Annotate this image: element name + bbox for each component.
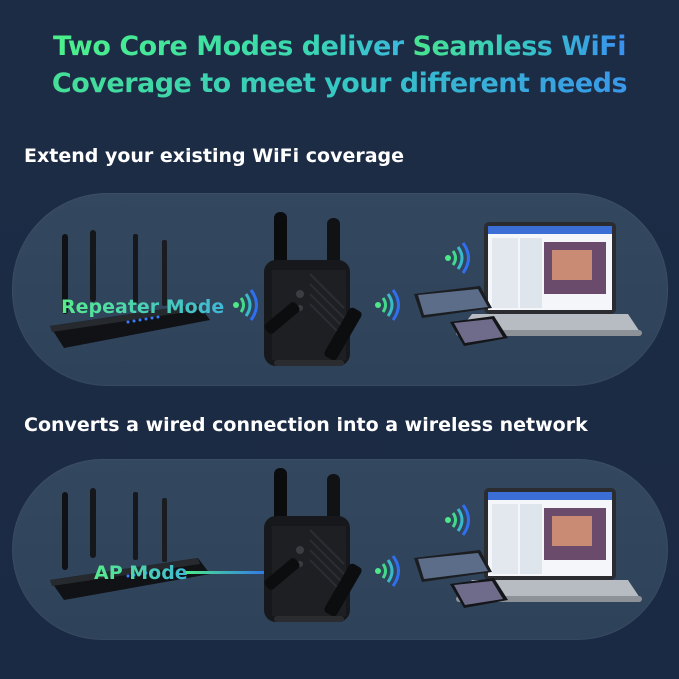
headline-part-b: Seamless WiFi	[412, 31, 627, 62]
ethernet-cable	[186, 571, 272, 574]
phone-icon	[450, 316, 508, 346]
wifi-signal-icon	[233, 289, 258, 321]
ap-mode-label: AP Mode	[94, 562, 188, 584]
wifi-signal-icon	[375, 289, 400, 321]
laptop-icon	[456, 222, 642, 336]
headline-line-1: Two Core Modes deliver Seamless WiFi	[0, 28, 679, 65]
headline-part-a: Two Core Modes deliver	[52, 31, 413, 62]
repeater-mode-label: Repeater Mode	[61, 296, 225, 318]
section-title-ap: Converts a wired connection into a wirel…	[24, 414, 588, 436]
wifi-signal-icon	[375, 555, 400, 587]
headline-line-2: Coverage to meet your different needs	[0, 65, 679, 102]
phone-icon	[450, 578, 508, 608]
headline: Two Core Modes deliver Seamless WiFi Cov…	[0, 28, 679, 102]
section-title-repeater: Extend your existing WiFi coverage	[24, 145, 405, 167]
extender-icon	[264, 212, 362, 366]
extender-icon	[264, 468, 362, 622]
tablet-icon	[414, 286, 492, 318]
router-icon	[50, 230, 210, 348]
wifi-signal-icon	[445, 242, 470, 274]
laptop-icon	[456, 488, 642, 602]
tablet-icon	[414, 550, 492, 582]
wifi-signal-icon	[445, 504, 470, 536]
router-icon	[50, 488, 210, 600]
